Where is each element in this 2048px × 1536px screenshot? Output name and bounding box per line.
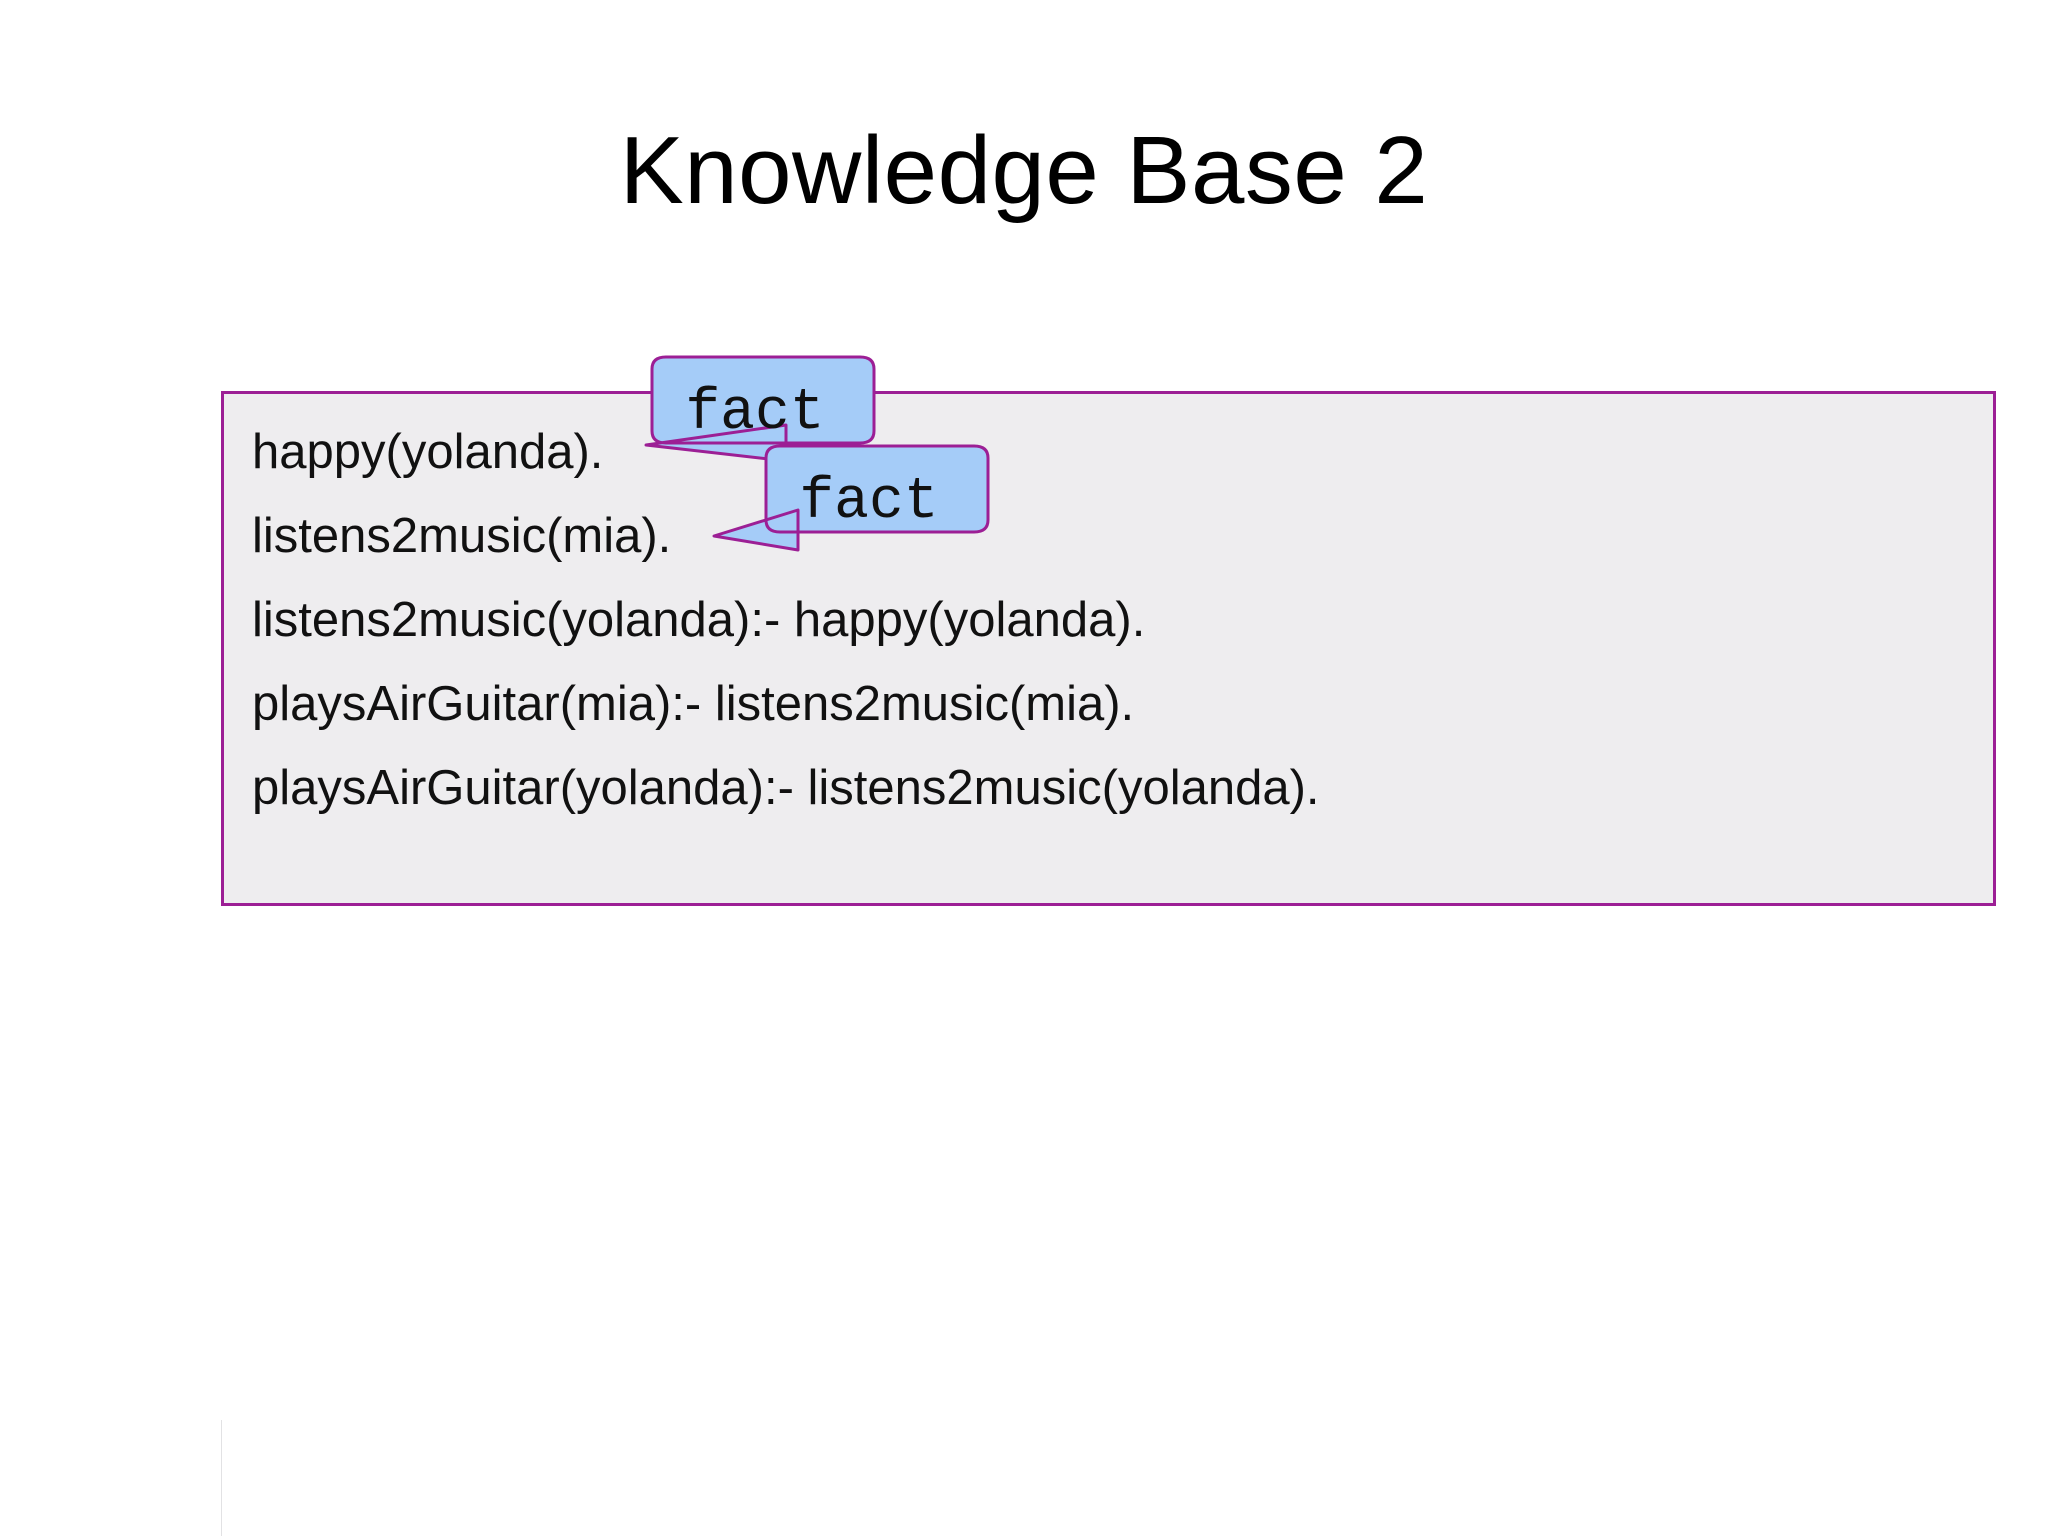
callout-bubble-fact-2: fact bbox=[712, 444, 990, 564]
kb-line-5: playsAirGuitar(yolanda):- listens2music(… bbox=[252, 761, 1320, 815]
callout-bubble-fact-2-label: fact bbox=[799, 470, 939, 535]
kb-line-4: playsAirGuitar(mia):- listens2music(mia)… bbox=[252, 677, 1135, 731]
kb-line-2: listens2music(mia). bbox=[252, 509, 672, 563]
callout-bubble-fact-1-label: fact bbox=[685, 381, 825, 446]
kb-line-1: happy(yolanda). bbox=[252, 425, 604, 479]
knowledge-base-box: happy(yolanda). listens2music(mia). list… bbox=[221, 391, 1996, 906]
callout-bubble-fact-1: fact bbox=[636, 355, 896, 475]
page-title: Knowledge Base 2 bbox=[619, 117, 1429, 224]
left-edge-rule bbox=[221, 1420, 222, 1536]
speech-bubble-shape-icon bbox=[712, 444, 990, 552]
kb-line-3: listens2music(yolanda):- happy(yolanda). bbox=[252, 593, 1146, 647]
knowledge-base-line-list: happy(yolanda). listens2music(mia). list… bbox=[252, 410, 1983, 830]
speech-bubble-shape-icon bbox=[644, 355, 876, 463]
